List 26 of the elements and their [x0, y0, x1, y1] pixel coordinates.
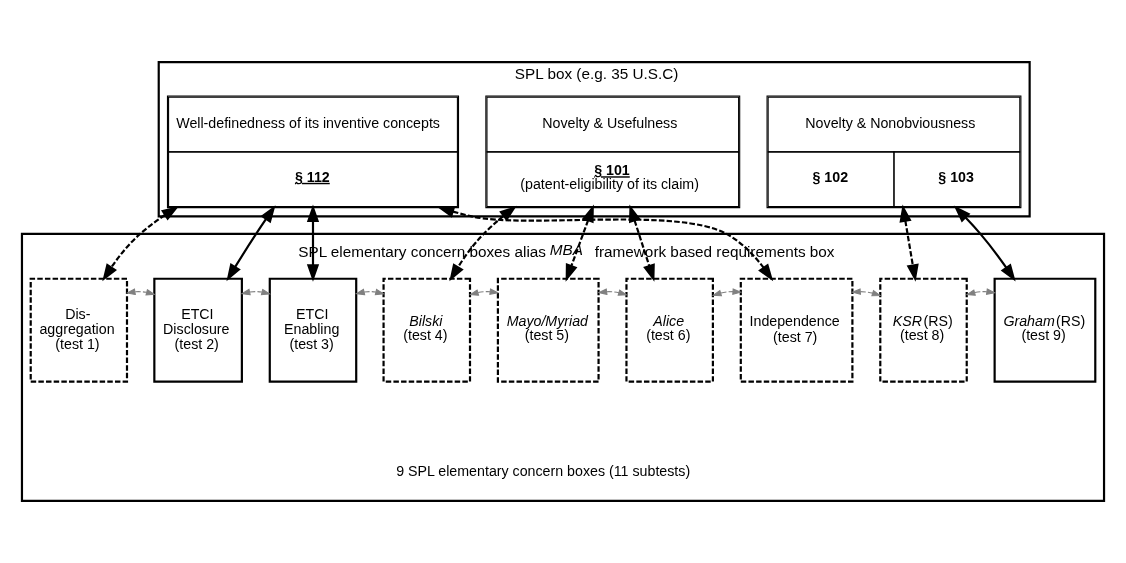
node-box: ETCI Enabling (test 3)	[268, 277, 358, 383]
node-box: Mayo/Myriad (test 5)	[496, 277, 600, 383]
node-box: Bilski (test 4)	[382, 277, 472, 383]
node-box: Alice (test 6)	[625, 277, 714, 383]
arrow	[240, 288, 272, 296]
arrow	[953, 205, 1016, 282]
node-box: Graham(RS) (test 9)	[993, 277, 1097, 383]
node-box: KSR(RS) (test 8)	[879, 277, 968, 383]
arrow	[899, 204, 919, 282]
arrow	[436, 205, 774, 282]
arrow	[102, 206, 180, 282]
arrow	[306, 204, 320, 282]
arrow	[850, 288, 882, 297]
arrow	[565, 204, 594, 282]
arrow	[711, 288, 743, 297]
arrow	[226, 205, 276, 282]
arrow	[125, 288, 156, 296]
arrow	[354, 288, 386, 296]
arrow	[597, 288, 628, 296]
arrow	[468, 288, 500, 296]
arrow	[629, 204, 655, 282]
node-box: Dis-aggregation (test 1)	[29, 277, 129, 383]
arrow	[449, 205, 517, 282]
node-box: Independence (test 7)	[739, 277, 854, 383]
arrow	[965, 288, 997, 296]
node-box: ETCI Disclosure (test 2)	[153, 277, 243, 383]
